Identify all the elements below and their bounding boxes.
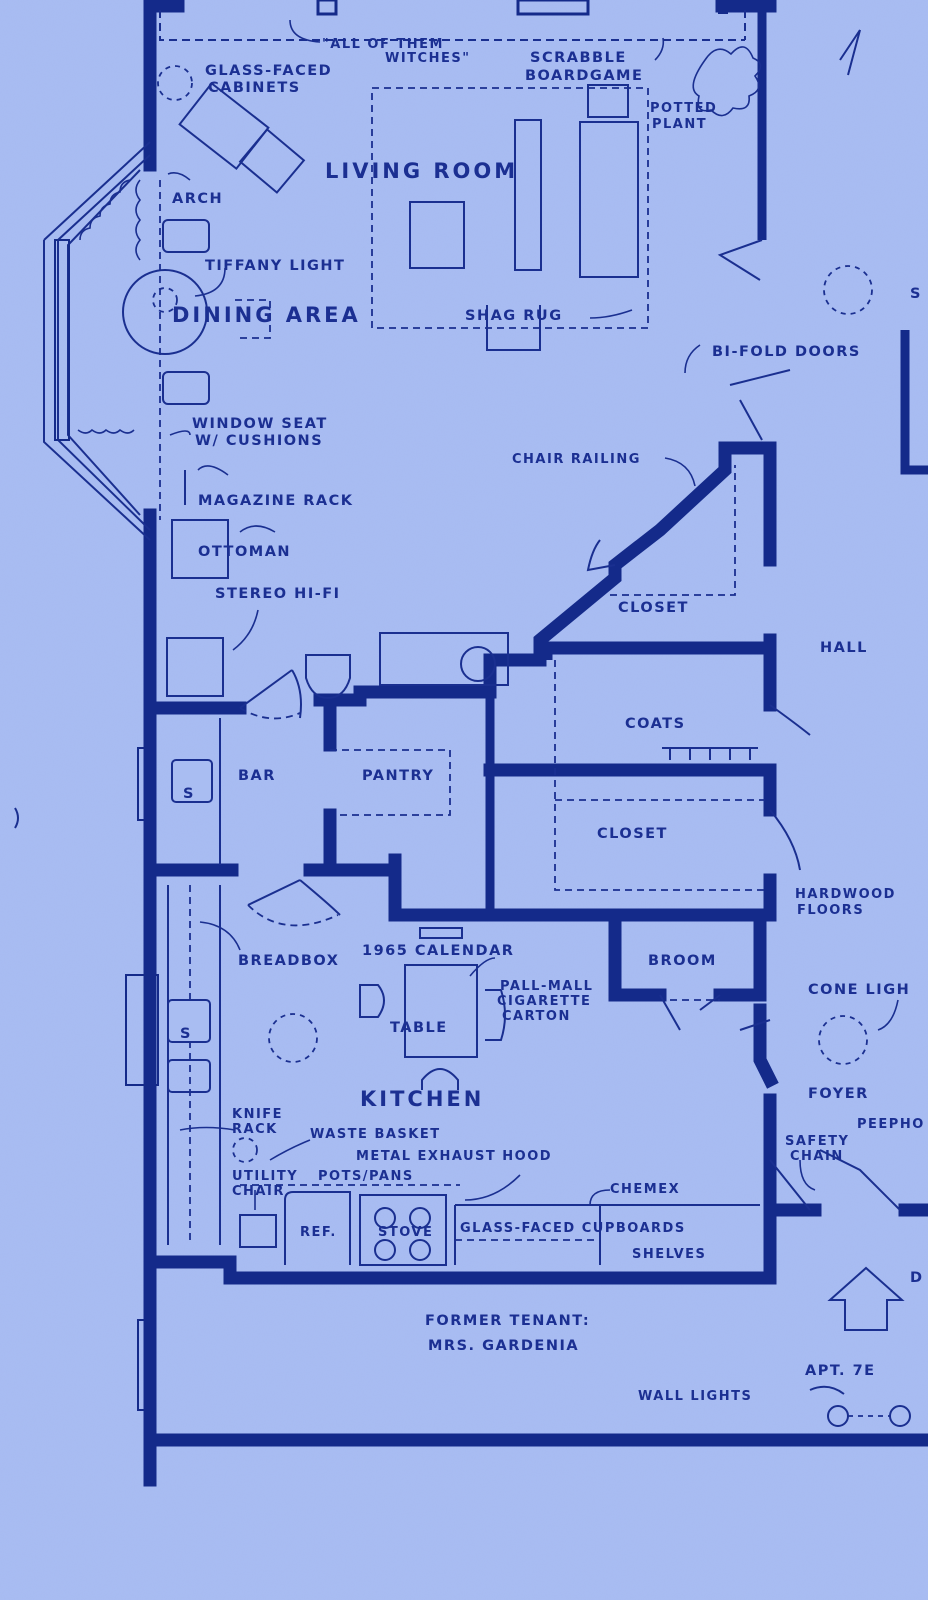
label-glass-cabinets-2: CABINETS	[208, 80, 301, 96]
label-tiffany: TIFFANY LIGHT	[205, 258, 345, 274]
label-scrabble-2: BOARDGAME	[525, 68, 643, 84]
label-stereo: STEREO HI-FI	[215, 586, 341, 602]
dining-area-furniture	[77, 179, 509, 700]
label-safety-chain-1: SAFETY	[785, 1134, 849, 1149]
living-room-furniture	[157, 46, 762, 351]
label-shelves: SHELVES	[632, 1247, 706, 1262]
label-former-tenant: FORMER TENANT:	[425, 1313, 590, 1329]
label-closet-upper: CLOSET	[618, 600, 689, 616]
label-knife-rack-1: KNIFE	[232, 1107, 283, 1122]
label-pots-pans: POTS/PANS	[318, 1169, 414, 1184]
label-foyer: FOYER	[808, 1086, 869, 1102]
label-exhaust-hood: METAL EXHAUST HOOD	[356, 1149, 552, 1164]
label-table: TABLE	[390, 1020, 448, 1036]
walls	[43, 0, 928, 1487]
label-ottoman: OTTOMAN	[198, 544, 291, 560]
label-scrabble-1: SCRABBLE	[530, 50, 627, 66]
label-broom: BROOM	[648, 953, 717, 969]
label-window-seat-2: W/ CUSHIONS	[195, 433, 323, 449]
label-kitchen: KITCHEN	[360, 1087, 484, 1111]
label-bar-sink: S	[183, 786, 195, 802]
kitchen-fixtures	[167, 265, 873, 1266]
label-window-seat-1: WINDOW SEAT	[192, 416, 328, 432]
label-hall: HALL	[820, 640, 868, 656]
label-waste-basket: WASTE BASKET	[310, 1127, 441, 1142]
label-chair-railing: CHAIR RAILING	[512, 452, 641, 467]
label-mrs-gardenia: MRS. GARDENIA	[428, 1338, 579, 1354]
label-potted-2: PLANT	[652, 117, 707, 132]
label-ref: REF.	[300, 1225, 337, 1240]
label-pall-mall-3: CARTON	[502, 1009, 571, 1024]
label-utility-1: UTILITY	[232, 1169, 298, 1184]
label-pantry: PANTRY	[362, 768, 434, 784]
label-chemex: CHEMEX	[610, 1182, 680, 1197]
corridor	[14, 807, 911, 1427]
label-apt-7e: APT. 7E	[805, 1363, 876, 1379]
label-pall-mall-2: CIGARETTE	[497, 994, 591, 1009]
label-hardwood-2: FLOORS	[797, 903, 864, 918]
label-dining-area: DINING AREA	[172, 303, 361, 327]
label-glass-cabinets-1: GLASS-FACED	[205, 63, 332, 79]
service-rooms	[171, 465, 765, 939]
label-kitchen-sink: S	[180, 1026, 192, 1042]
label-stove: STOVE	[378, 1225, 433, 1240]
label-all-witches-1: "ALL OF THEM	[322, 37, 444, 52]
leader-arrows	[167, 19, 899, 1210]
label-cupboards: GLASS-FACED CUPBOARDS	[460, 1221, 686, 1236]
label-safety-chain-2: CHAIN	[790, 1149, 844, 1164]
label-edge-s: S	[910, 286, 922, 302]
label-bifold-doors: BI-FOLD DOORS	[712, 344, 861, 360]
label-peephole: PEEPHO	[857, 1117, 925, 1132]
label-1965-calendar: 1965 CALENDAR	[362, 943, 514, 959]
label-potted-1: POTTED	[650, 101, 717, 116]
room-labels: "ALL OF THEM WITCHES" SCRABBLE BOARDGAME…	[172, 37, 925, 1404]
label-utility-2: CHAIR	[232, 1184, 285, 1199]
label-living-room: LIVING ROOM	[325, 159, 518, 183]
label-all-witches-2: WITCHES"	[385, 51, 470, 66]
label-bar: BAR	[238, 768, 276, 784]
label-magazine-rack: MAGAZINE RACK	[198, 493, 354, 509]
label-arch: ARCH	[172, 191, 223, 207]
label-hardwood-1: HARDWOOD	[795, 887, 896, 902]
fixtures	[125, 0, 746, 1411]
label-closet-lower: CLOSET	[597, 826, 668, 842]
doors	[239, 29, 901, 1211]
label-cone-light: CONE LIGH	[808, 982, 910, 998]
label-knife-rack-2: RACK	[232, 1122, 278, 1137]
label-pall-mall-1: PALL-MALL	[500, 979, 593, 994]
label-shag-rug: SHAG RUG	[465, 308, 563, 324]
label-breadbox: BREADBOX	[238, 953, 339, 969]
label-wall-lights: WALL LIGHTS	[638, 1389, 752, 1404]
label-edge-d: D	[910, 1270, 924, 1286]
label-coats: COATS	[625, 716, 686, 732]
